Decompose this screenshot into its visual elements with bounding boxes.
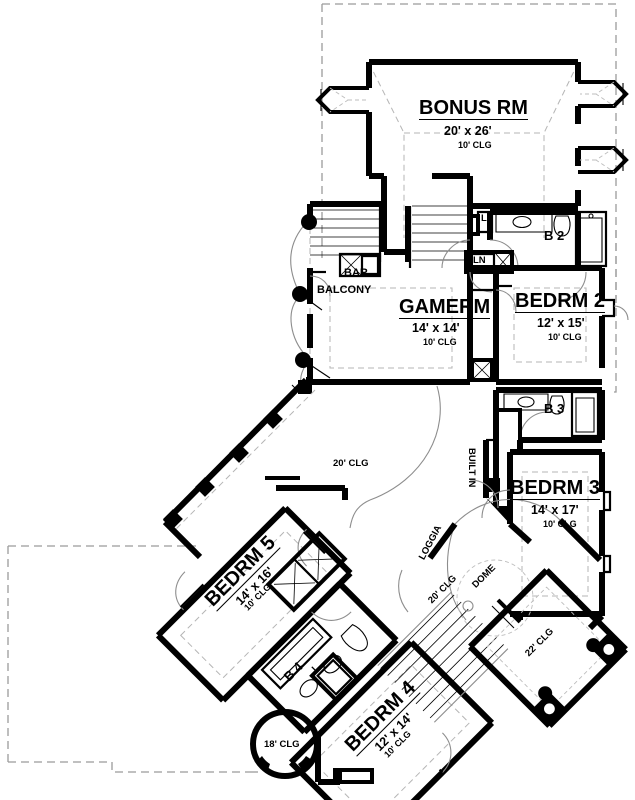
room-clg-bonus-rm: 10' CLG	[458, 140, 492, 150]
tower-22-clg	[468, 568, 628, 728]
space-label-bar: BAR	[344, 267, 368, 279]
bath-label-b3: B 3	[544, 401, 565, 416]
closet-label-linen-hall: LN	[473, 255, 486, 266]
open-to-below-diagonal	[162, 377, 441, 560]
room-clg-bedrm-2: 10' CLG	[548, 332, 582, 342]
stair-and-bar	[310, 205, 470, 278]
closet-label-linen-top: L	[481, 213, 487, 224]
bedrm3-walls	[481, 438, 612, 617]
room-dim-bedrm-3: 14' x 17'	[531, 503, 579, 517]
room-label-gamerm: GAMERM	[399, 296, 491, 319]
turret-18-clg	[250, 709, 320, 779]
misc-lower-walls	[469, 479, 605, 631]
room-dim-bonus-rm: 20' x 26'	[444, 124, 492, 138]
ceiling-note-turret-18: 18' CLG	[264, 739, 300, 750]
bath-label-b2: B 2	[544, 228, 565, 243]
bedrm2-walls	[470, 265, 629, 385]
bath3	[493, 387, 605, 443]
room-label-bonus-rm: BONUS RM	[419, 97, 528, 120]
room-label-bedrm-2: BEDRM 2	[515, 290, 606, 313]
room-clg-gamerm: 10' CLG	[423, 337, 457, 347]
ceiling-note-open-20: 20' CLG	[333, 458, 369, 469]
room-clg-bedrm-3: 10' CLG	[543, 519, 577, 529]
room-dim-gamerm: 14' x 14'	[412, 321, 460, 335]
room-dim-bedrm-2: 12' x 15'	[537, 316, 585, 330]
space-label-balcony: BALCONY	[317, 284, 372, 296]
bedrm4-walls	[288, 640, 495, 800]
bonus-room-walls	[315, 59, 629, 209]
room-label-bedrm-3: BEDRM 3	[510, 477, 601, 500]
loggia	[377, 498, 603, 723]
bath4	[245, 581, 399, 735]
space-label-built-in: BUILT IN	[466, 448, 477, 488]
